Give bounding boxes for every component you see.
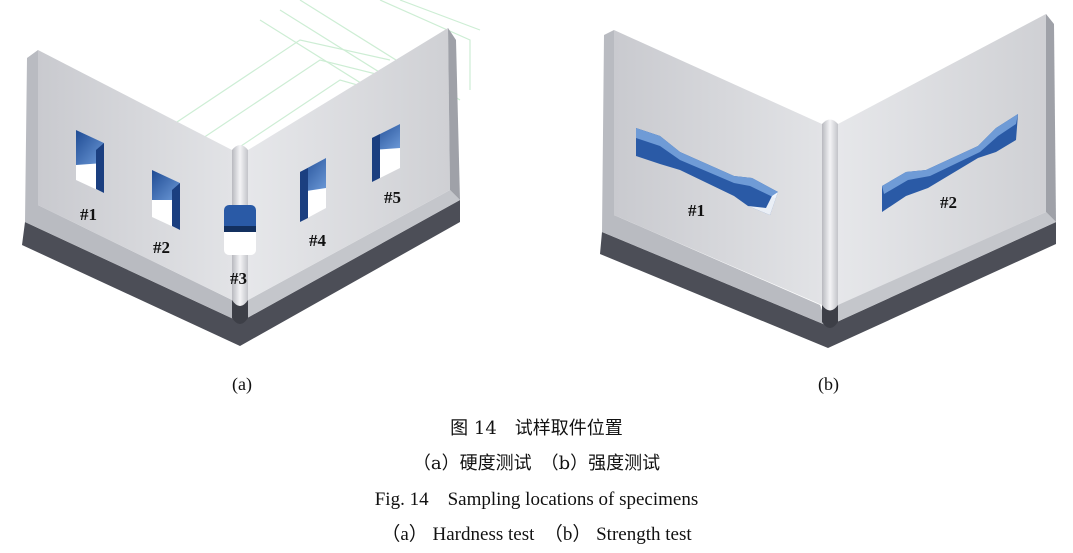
panel-a-label: (a) bbox=[232, 374, 252, 395]
panel-a-marker-4: #4 bbox=[309, 231, 327, 250]
panel-a-edge-right bbox=[448, 28, 460, 200]
panel-b-face-left bbox=[614, 30, 822, 305]
panel-a-cutout-2 bbox=[152, 170, 180, 230]
panel-b-label: (b) bbox=[818, 374, 839, 395]
caption-en-title: Fig. 14 Sampling locations of specimens bbox=[374, 489, 699, 510]
caption-zh-sub: （a）硬度测试 （b）强度测试 bbox=[412, 453, 661, 474]
panel-a-bevel-right bbox=[240, 190, 460, 322]
panel-a-bracket: #1 #2 #3 #4 #5 bbox=[22, 28, 460, 346]
panel-b-bracket: #1 #2 bbox=[600, 14, 1056, 348]
panel-a-cutout-5 bbox=[372, 124, 400, 182]
panel-b-marker-1: #1 bbox=[688, 201, 705, 220]
panel-a-cutout-3 bbox=[224, 205, 256, 255]
caption-en-sub: （a） Hardness test （b） Strength test bbox=[381, 524, 692, 545]
panel-a-bend-bottom bbox=[232, 300, 248, 324]
panel-a-cutout-4 bbox=[300, 158, 326, 222]
panel-b-bend bbox=[822, 119, 838, 311]
panel-a-base bbox=[22, 200, 460, 346]
figure-illustration: #1 #2 #3 #4 #5 #1 #2 (a) (b) bbox=[22, 0, 1056, 395]
panel-b-dogbone-2 bbox=[882, 114, 1018, 212]
panel-b-marker-2: #2 bbox=[940, 193, 957, 212]
panel-b-dogbone-1 bbox=[636, 128, 778, 215]
panel-a-face-right bbox=[248, 28, 450, 300]
panel-a-cutout-1 bbox=[76, 130, 104, 193]
panel-a-marker-3: #3 bbox=[230, 269, 247, 288]
panel-b-face-right bbox=[838, 14, 1046, 305]
panel-b-base bbox=[600, 222, 1056, 348]
panel-a-marker-5: #5 bbox=[384, 188, 401, 207]
panel-a-marker-2: #2 bbox=[153, 238, 170, 257]
panel-a-bevel-left bbox=[25, 50, 240, 322]
panel-b-edge-right bbox=[1046, 14, 1056, 222]
panel-a-face-left bbox=[38, 50, 232, 300]
panel-a-marker-1: #1 bbox=[80, 205, 97, 224]
panel-b-bend-bottom bbox=[822, 305, 838, 328]
panel-b-bevel-left bbox=[602, 30, 828, 326]
caption-zh-title: 图 14 试样取件位置 bbox=[450, 418, 623, 439]
panel-b-bevel-right bbox=[828, 212, 1056, 326]
